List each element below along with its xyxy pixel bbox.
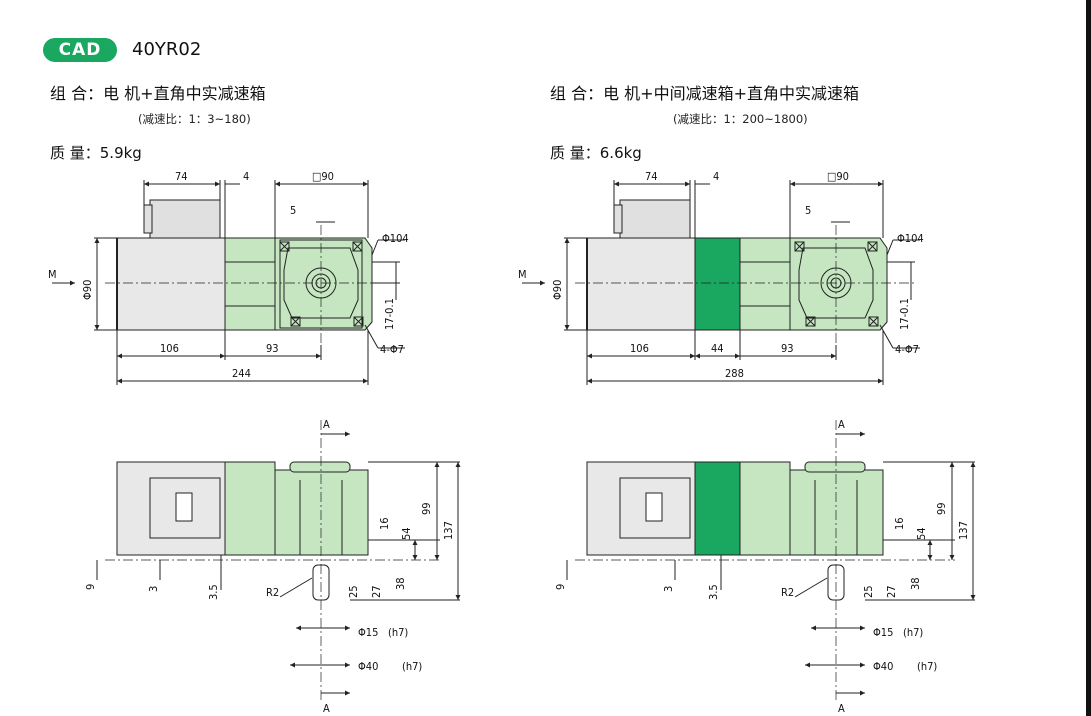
right-top-view [522,180,920,385]
right-top-labels: 74 4 □90 5 Φ104 Φ90 M 17-0.1 106 44 93 2… [518,170,924,380]
dim-38: 38 [909,577,922,590]
dim-35: 3.5 [707,584,720,600]
dim-106: 106 [630,342,649,355]
left-ratio: (减速比：1：3~180) [138,112,251,126]
dim-9: 9 [554,584,567,590]
dim-25: 25 [347,585,360,598]
dim-93: 93 [266,342,279,355]
dim-9: 9 [84,584,97,590]
right-bottom-labels: A A 16 54 99 137 9 3 3.5 R2 25 27 38 Φ15… [554,418,970,715]
dim-54: 54 [915,527,928,540]
dim-shaft40-tol: (h7) [402,660,422,673]
dim-17: 17-0.1 [383,298,396,330]
dim-288: 288 [725,367,744,380]
motor-body [116,237,226,331]
dim-4: 4 [243,170,249,183]
dim-r2: R2 [266,586,279,599]
dim-phi90: Φ90 [551,280,564,300]
page-edge-bar [1086,0,1091,716]
right-bottom-view [566,420,976,700]
dim-phi104: Φ104 [382,232,409,245]
left-weight: 质 量：5.9kg [50,144,142,162]
dim-44: 44 [711,342,724,355]
dim-99: 99 [935,502,948,515]
dim-box90: □90 [827,170,849,183]
dim-shaft15-tol: (h7) [903,626,923,639]
section-a-top: A [838,418,845,431]
dim-25: 25 [862,585,875,598]
dim-38: 38 [394,577,407,590]
mount-hole-icon [279,241,364,327]
left-combination: 组 合：电 机+直角中实减速箱 [50,84,266,103]
dim-93: 93 [781,342,794,355]
gearbox-body [224,237,276,331]
dim-54: 54 [400,527,413,540]
section-a-top: A [323,418,330,431]
dim-137: 137 [442,521,455,540]
left-bottom-labels: A A 16 54 99 137 9 3 3.5 R2 25 27 38 Φ15… [84,418,455,715]
right-combination: 组 合：电 机+中间减速箱+直角中实减速箱 [550,84,859,103]
dim-box90: □90 [312,170,334,183]
cad-badge: CAD [43,38,117,62]
dim-27: 27 [885,585,898,598]
dim-3: 3 [147,586,160,592]
dim-phi90: Φ90 [81,280,94,300]
dim-137: 137 [957,521,970,540]
dim-shaft15: Φ15 [873,626,893,639]
dim-106: 106 [160,342,179,355]
label-m: M [518,268,527,281]
mount-hole-icon [794,241,879,327]
dim-99: 99 [420,502,433,515]
dim-27: 27 [370,585,383,598]
right-ratio: (减速比：1：200~1800) [673,112,808,126]
dim-shaft15-tol: (h7) [388,626,408,639]
model-code: 40YR02 [132,39,202,60]
dim-74: 74 [645,170,658,183]
dim-shaft40: Φ40 [873,660,893,673]
left-top-labels: 74 4 □90 5 Φ104 Φ90 M 17-0.1 106 93 244 … [48,170,409,380]
dim-holes: 4-Φ7 [895,343,919,356]
dim-shaft40-tol: (h7) [917,660,937,673]
intermediate-gearbox [694,237,741,331]
dim-holes: 4-Φ7 [380,343,404,356]
dim-key: 5 [290,204,296,217]
dim-4: 4 [713,170,719,183]
dim-35: 3.5 [207,584,220,600]
dim-phi104: Φ104 [897,232,924,245]
left-bottom-view [96,420,461,700]
terminal-box-side [149,477,221,539]
dim-key: 5 [805,204,811,217]
dim-17: 17-0.1 [898,298,911,330]
dim-3: 3 [662,586,675,592]
dim-16: 16 [893,517,906,530]
section-a-bottom: A [323,702,330,715]
dim-shaft15: Φ15 [358,626,378,639]
dim-shaft40: Φ40 [358,660,378,673]
label-m: M [48,268,57,281]
terminal-box [149,199,221,239]
section-a-bottom: A [838,702,845,715]
dim-244: 244 [232,367,251,380]
right-weight: 质 量：6.6kg [550,144,642,162]
dim-r2: R2 [781,586,794,599]
dim-74: 74 [175,170,188,183]
left-top-view [52,180,405,385]
dim-16: 16 [378,517,391,530]
